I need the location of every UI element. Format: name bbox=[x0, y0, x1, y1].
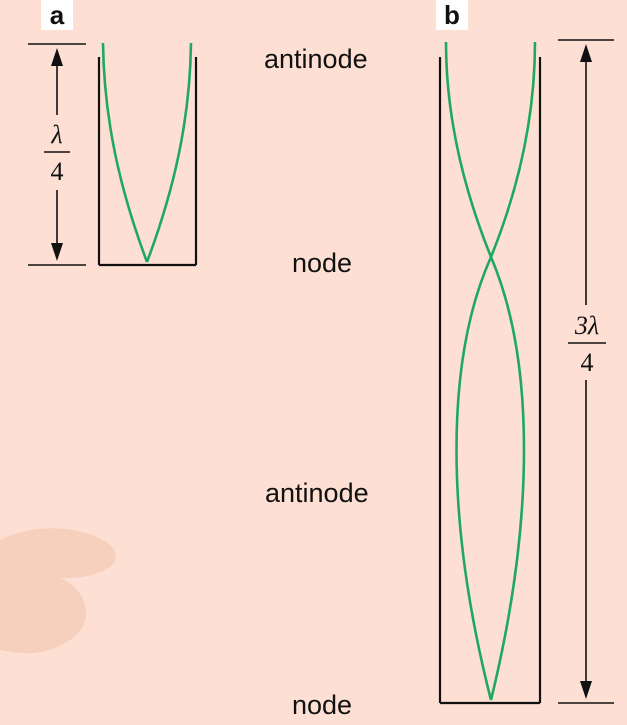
wave-b bbox=[444, 41, 537, 701]
background-smudge bbox=[0, 528, 116, 654]
tube-b bbox=[438, 57, 542, 705]
wave-a bbox=[101, 42, 193, 263]
measure-a-denominator: 4 bbox=[51, 157, 64, 186]
label-node-upper: node bbox=[292, 248, 353, 278]
tube-a bbox=[97, 57, 198, 267]
measure-b bbox=[558, 39, 614, 704]
measure-a-numerator: λ bbox=[50, 120, 62, 149]
panel-a-label: a bbox=[41, 0, 73, 30]
measure-a bbox=[28, 43, 86, 266]
panel-b-label: b bbox=[436, 0, 468, 30]
measure-b-numerator: 3λ bbox=[574, 311, 599, 340]
measure-b-denominator: 4 bbox=[581, 348, 594, 377]
label-node-bottom: node bbox=[292, 690, 353, 720]
label-antinode-lower: antinode bbox=[265, 478, 369, 508]
label-antinode-top: antinode bbox=[264, 44, 368, 74]
